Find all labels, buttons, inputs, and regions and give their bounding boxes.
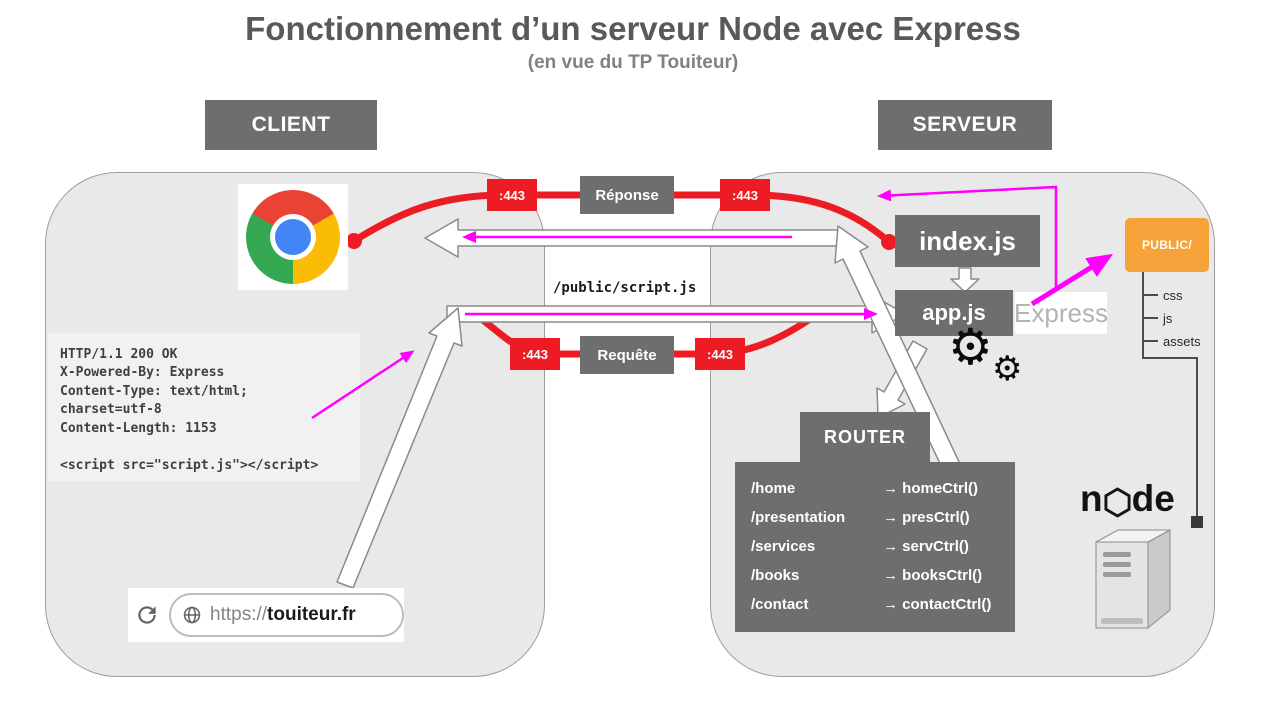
- port-badge-server-top: :443: [720, 179, 770, 211]
- client-header: CLIENT: [205, 100, 377, 150]
- url-field: https://touiteur.fr: [169, 593, 404, 637]
- route-controller: → booksCtrl(): [883, 567, 983, 584]
- http-line: Content-Length: 1153: [60, 420, 217, 436]
- response-label: Réponse: [580, 176, 674, 214]
- route-controller: → homeCtrl(): [883, 480, 978, 497]
- browser-address-bar: https://touiteur.fr: [128, 588, 404, 642]
- router-header: ROUTER: [800, 412, 930, 462]
- page-title: Fonctionnement d’un serveur Node avec Ex…: [245, 10, 1021, 47]
- http-line: X-Powered-By: Express: [60, 365, 225, 381]
- port-badge-server-bottom: :443: [695, 338, 745, 370]
- port-badge-client-bottom: :443: [510, 338, 560, 370]
- globe-icon: [183, 606, 201, 624]
- route-controller: → contactCtrl(): [883, 596, 992, 613]
- tree-item-css: css: [1163, 288, 1183, 303]
- gears-icon: ⚙ ⚙: [948, 322, 1043, 402]
- public-folder-icon: PUBLIC/: [1125, 218, 1209, 272]
- url-protocol: https://: [210, 604, 268, 625]
- http-line: Content-Type: text/html;: [60, 383, 248, 399]
- node-logo-text-left: n: [1080, 478, 1103, 519]
- route-row: /presentation → presCtrl(): [751, 503, 1015, 532]
- chrome-icon: [246, 190, 340, 284]
- node-hexagon-icon: [1104, 486, 1131, 518]
- route-row: /contact → contactCtrl(): [751, 590, 1015, 619]
- url-domain: touiteur.fr: [267, 604, 356, 625]
- port-badge-client-top: :443: [487, 179, 537, 211]
- node-logo: n de: [1080, 478, 1175, 520]
- route-row: /home → homeCtrl(): [751, 474, 1015, 503]
- node-logo-text-right: de: [1131, 478, 1175, 519]
- express-logo: Express: [1014, 292, 1108, 334]
- http-line: <script src="script.js"></script>: [60, 457, 319, 473]
- tree-item-assets: assets: [1163, 334, 1201, 349]
- gear-small-icon: ⚙: [992, 350, 1023, 388]
- request-label: Requête: [580, 336, 674, 374]
- reload-icon: [138, 606, 156, 624]
- route-row: /books → booksCtrl(): [751, 561, 1015, 590]
- http-response-snippet: HTTP/1.1 200 OK X-Powered-By: Express Co…: [48, 333, 360, 481]
- route-path: /books: [751, 567, 800, 584]
- http-line: [60, 438, 348, 456]
- gear-large-icon: ⚙: [948, 319, 993, 375]
- browser-logo-box: [238, 184, 348, 290]
- route-row: /services → servCtrl(): [751, 532, 1015, 561]
- url-text: https://touiteur.fr: [210, 604, 356, 626]
- static-file-path-label: /public/script.js: [553, 280, 697, 296]
- index-js-box: index.js: [895, 215, 1040, 267]
- route-controller: → servCtrl(): [883, 538, 969, 555]
- route-controller: → presCtrl(): [883, 509, 970, 526]
- route-path: /home: [751, 480, 796, 497]
- router-table: /home → homeCtrl() /presentation → presC…: [735, 462, 1015, 632]
- route-path: /presentation: [751, 509, 846, 526]
- http-line: HTTP/1.1 200 OK: [60, 347, 178, 362]
- server-tower-icon: [1095, 529, 1171, 630]
- route-path: /contact: [751, 596, 809, 613]
- tree-item-js: js: [1163, 311, 1173, 326]
- server-header: SERVEUR: [878, 100, 1052, 150]
- page-subtitle: (en vue du TP Touiteur): [527, 52, 739, 73]
- route-path: /services: [751, 538, 816, 555]
- http-line: charset=utf-8: [60, 402, 162, 418]
